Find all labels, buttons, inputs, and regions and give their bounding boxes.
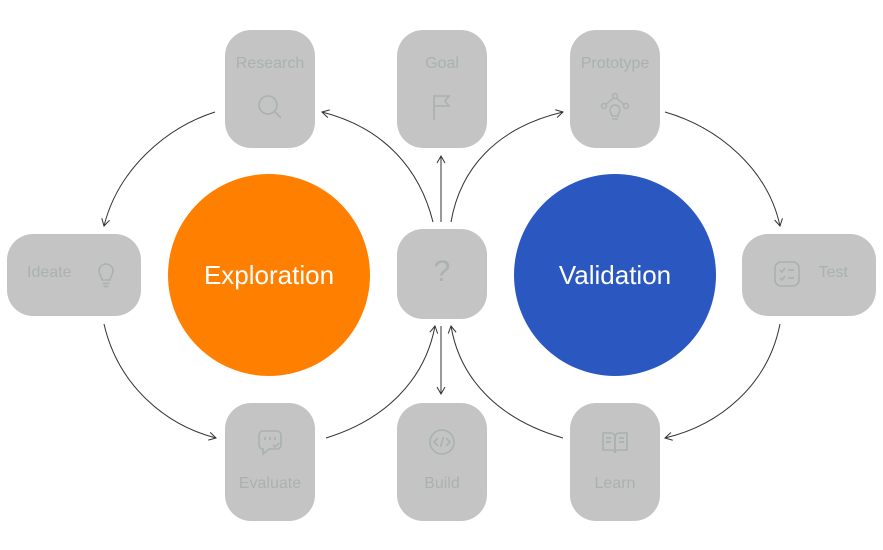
node-center: ?: [397, 229, 487, 319]
question-mark: ?: [433, 255, 451, 288]
arrow-research-to-ideate: [101, 111, 216, 227]
exploration-hub: Exploration: [168, 174, 370, 376]
node-label: Build: [424, 475, 460, 492]
node-evaluate: Evaluate: [225, 403, 315, 521]
node-label: Research: [235, 55, 305, 72]
lightbulb-icon: [91, 259, 121, 289]
arrow-prototype-to-test: [664, 111, 783, 227]
node-build: Build: [397, 403, 487, 521]
bulb-network-icon: [600, 92, 630, 122]
arrow-evaluate-to-center: [325, 325, 439, 439]
arrow-test-to-learn: [664, 323, 781, 441]
flag-icon: [427, 92, 457, 122]
checklist-icon: [772, 259, 802, 289]
magnifier-icon: [255, 92, 285, 122]
arrow-ideate-to-evaluate: [103, 323, 217, 441]
arrow-center-to-research: [321, 109, 434, 223]
validation-label: Validation: [558, 259, 672, 290]
node-label: Test: [818, 264, 848, 281]
book-icon: [600, 427, 630, 457]
code-icon: [427, 427, 457, 457]
node-test: Test: [742, 234, 876, 316]
node-ideate: Ideate: [7, 234, 141, 316]
node-label: Goal: [425, 55, 459, 72]
node-label: Prototype: [580, 55, 650, 72]
validation-hub: Validation: [514, 174, 716, 376]
exploration-label: Exploration: [203, 259, 335, 290]
node-label: Ideate: [27, 264, 72, 281]
node-label: Learn: [594, 475, 636, 492]
node-research: Research: [225, 30, 315, 148]
node-learn: Learn: [570, 403, 660, 521]
node-goal: Goal: [397, 30, 487, 148]
node-label: Evaluate: [238, 475, 302, 492]
arrow-center-to-prototype: [450, 109, 564, 223]
arrow-learn-to-center: [447, 325, 564, 439]
feedback-icon: [255, 427, 285, 457]
node-prototype: Prototype: [570, 30, 660, 148]
